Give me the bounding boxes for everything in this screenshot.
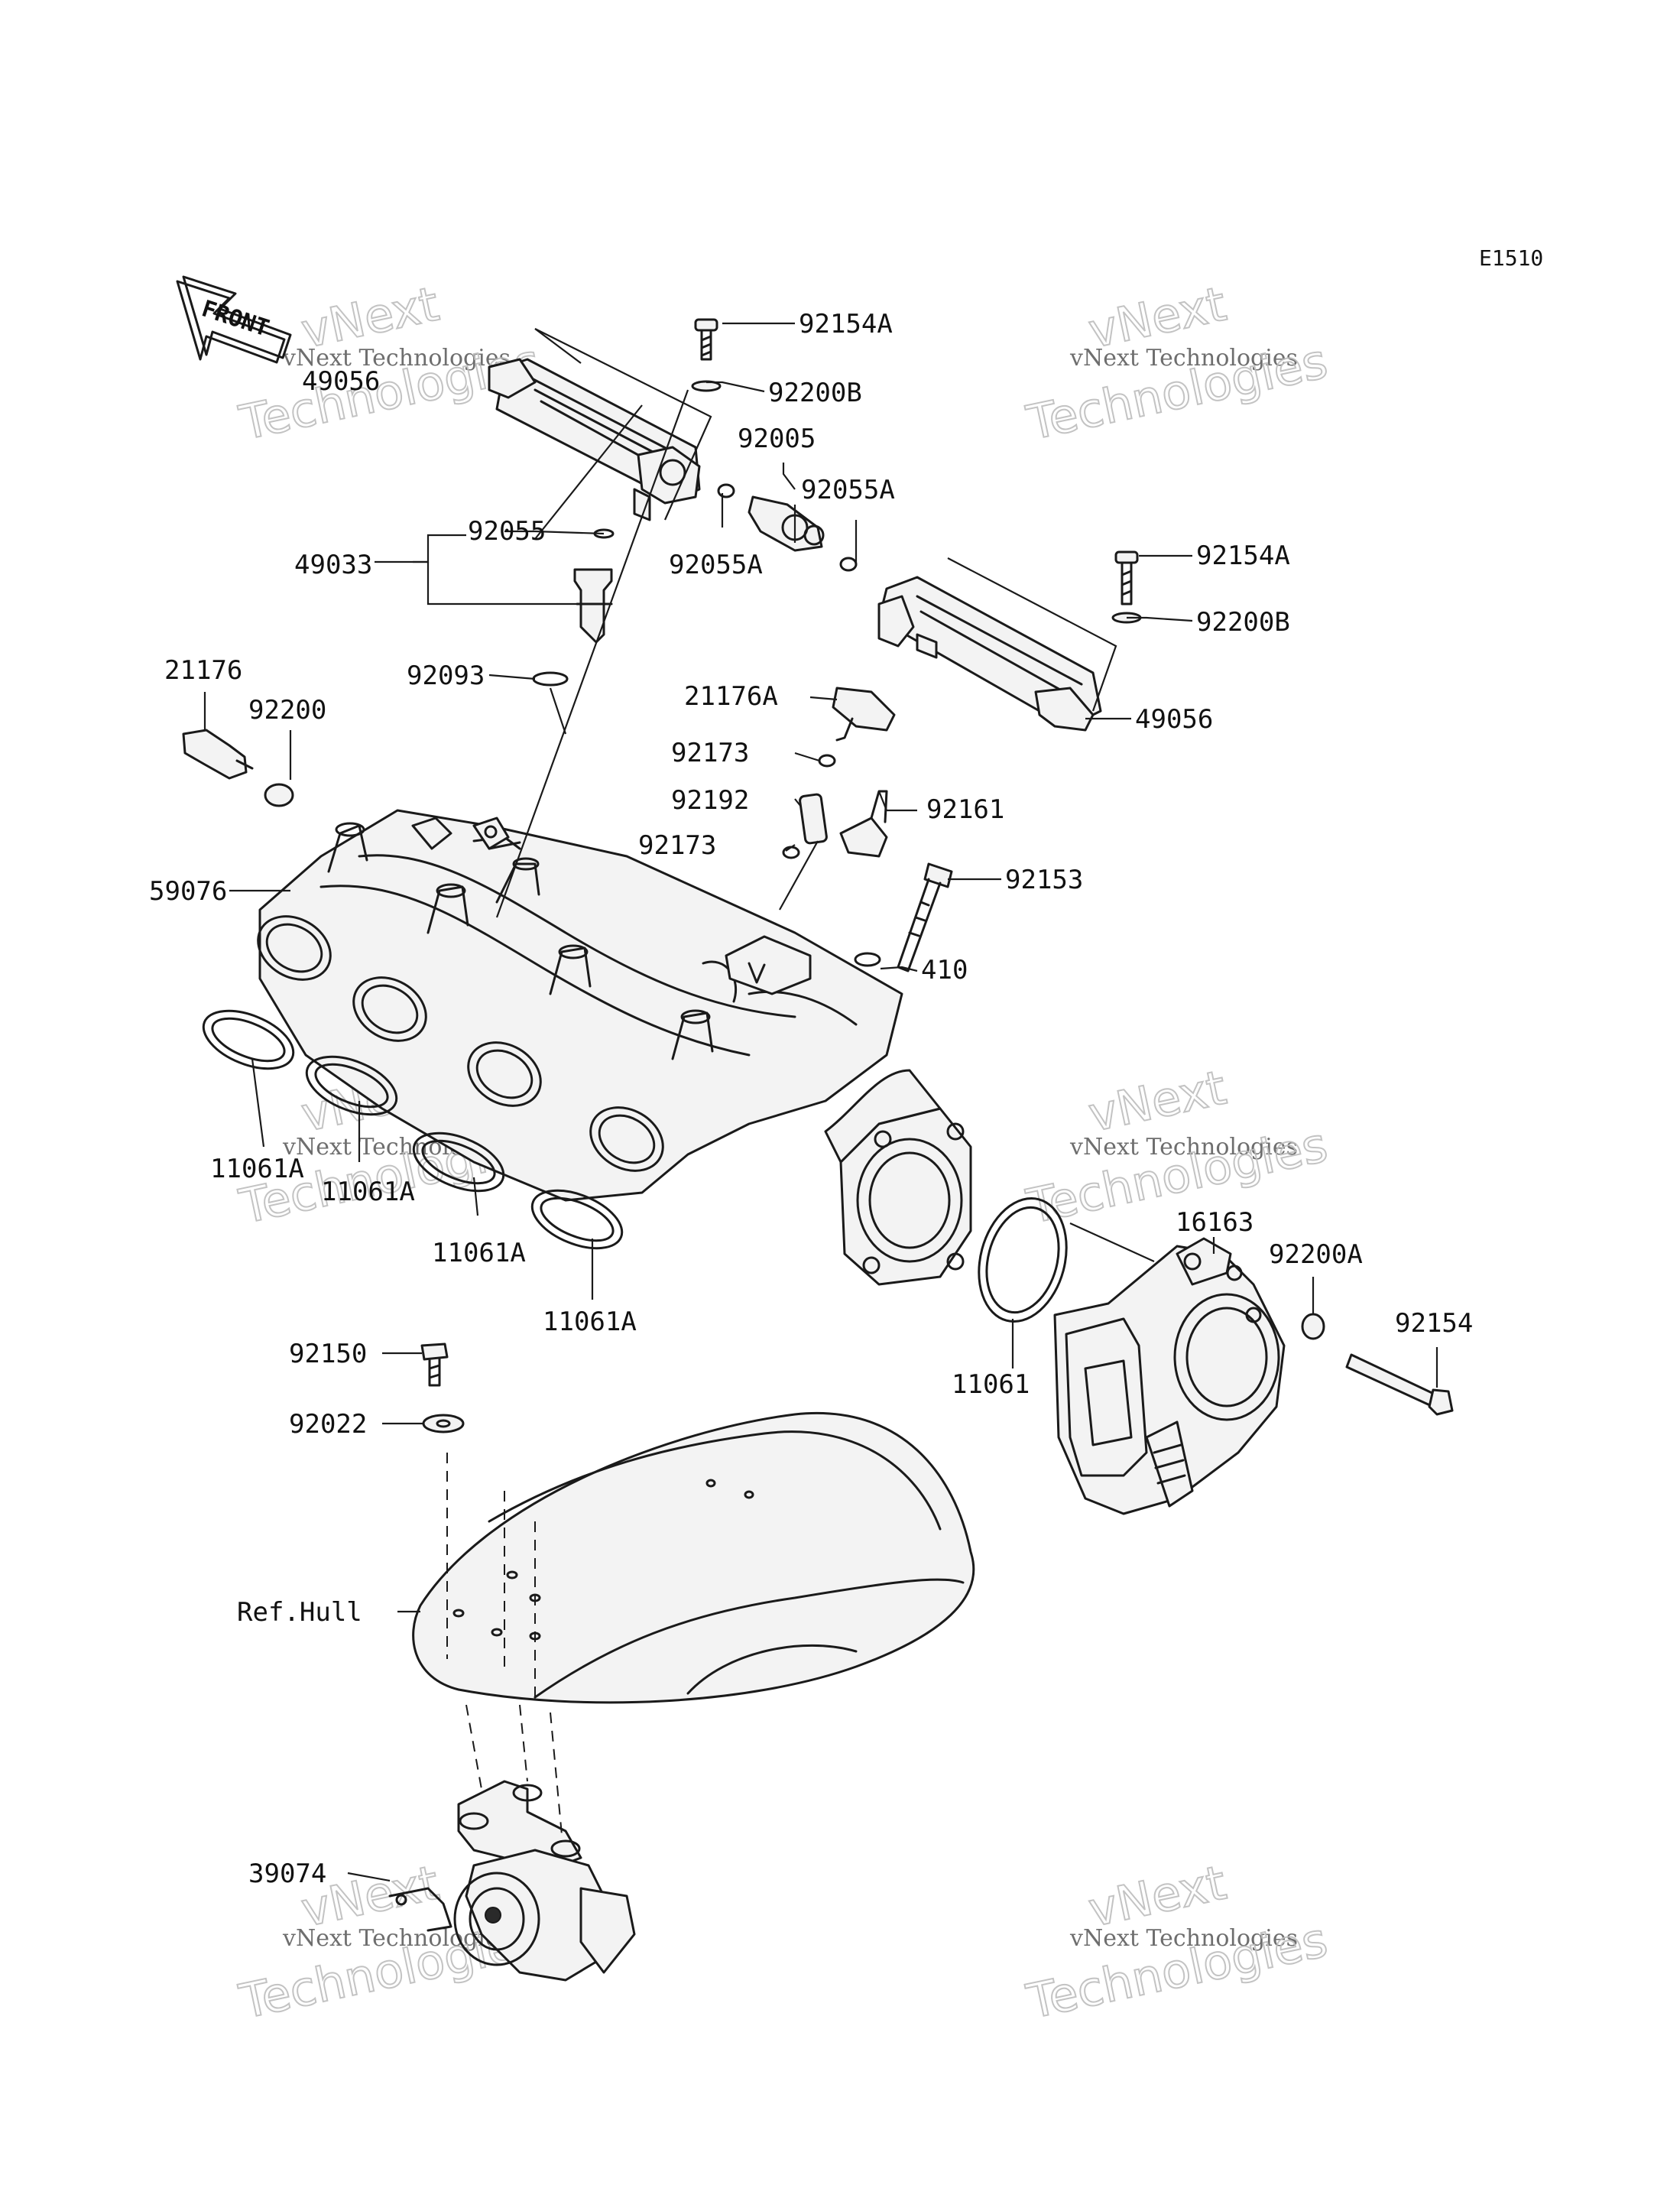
label-21176: 21176 [164, 655, 242, 686]
label-92173-bottom: 92173 [638, 830, 716, 861]
label-16163: 16163 [1176, 1207, 1254, 1238]
label-92055A-left: 92055A [669, 550, 763, 580]
gasket-11061A-3 [412, 1131, 505, 1193]
label-92093: 92093 [407, 661, 485, 691]
label-92153: 92153 [1005, 865, 1083, 895]
label-49033: 49033 [294, 550, 372, 580]
gasket-11061A-1 [202, 1009, 295, 1070]
label-92200A: 92200A [1269, 1239, 1363, 1270]
washer-92022 [422, 1414, 465, 1433]
svg-text:vNext Technologies: vNext Technologies [282, 345, 511, 372]
label-11061A-3: 11061A [432, 1238, 526, 1268]
label-11061A-4: 11061A [543, 1307, 637, 1337]
diagram-code: E1510 [1479, 245, 1543, 271]
map-sensor [782, 687, 896, 859]
bolt-92154A-top [691, 318, 722, 392]
label-21176A: 21176A [684, 681, 778, 712]
label-92200B-right: 92200B [1196, 607, 1290, 638]
bolt-92150 [420, 1343, 449, 1387]
throttle-flange [824, 1069, 972, 1286]
fuel-rail-left [488, 358, 701, 521]
washer-92200A [1301, 1313, 1325, 1340]
label-11061: 11061 [952, 1369, 1030, 1400]
bolt-92154 [1345, 1353, 1454, 1416]
watermark-bottom-right: vNext vNext Technologies Technologies [1021, 1854, 1333, 2031]
label-92200B-top: 92200B [768, 378, 862, 408]
bolt-92153 [897, 862, 953, 972]
label-92055A-right: 92055A [801, 475, 895, 505]
actuator-39074 [388, 1780, 636, 1982]
temp-sensor [182, 729, 294, 807]
hull-reference [412, 1412, 975, 1704]
svg-text:vNext Technologies: vNext Technologies [1069, 1925, 1298, 1952]
label-92150: 92150 [289, 1339, 367, 1369]
label-92173-top: 92173 [671, 738, 749, 768]
oring-410 [854, 952, 881, 967]
gasket-11061 [978, 1197, 1068, 1323]
gasket-11061A-2 [305, 1055, 398, 1116]
label-49056-right: 49056 [1135, 704, 1213, 735]
label-92022: 92022 [289, 1409, 367, 1440]
label-49056-top: 49056 [302, 366, 380, 397]
label-92192: 92192 [671, 785, 749, 816]
label-59076: 59076 [149, 876, 227, 907]
fuel-injector [532, 528, 615, 687]
label-92154: 92154 [1395, 1308, 1473, 1339]
front-arrow-icon: FRONT [176, 275, 292, 364]
label-39074: 39074 [248, 1859, 326, 1889]
label-92154A-top: 92154A [799, 309, 893, 339]
bolt-92154A-right [1111, 550, 1142, 624]
watermark-top-left: vNext vNext Technologies Technologies [234, 275, 546, 452]
fuel-rail-right [877, 576, 1102, 732]
intake-manifold [257, 809, 903, 1202]
svg-text:vNext: vNext [1084, 1060, 1231, 1143]
svg-text:FRONT: FRONT [199, 295, 273, 342]
svg-text:vNext Technologies: vNext Technologies [1069, 1134, 1298, 1161]
svg-text:vNext Technologies: vNext Technologies [1069, 345, 1298, 372]
label-410: 410 [921, 955, 968, 985]
label-92154A-right: 92154A [1196, 541, 1290, 571]
watermark-top-right: vNext vNext Technologies Technologies [1021, 275, 1333, 452]
label-92005: 92005 [738, 424, 816, 454]
throttle-body [1053, 1237, 1286, 1515]
label-92055: 92055 [468, 516, 546, 547]
label-92200: 92200 [248, 695, 326, 726]
label-11061A-2: 11061A [321, 1177, 415, 1207]
label-92161: 92161 [926, 794, 1004, 825]
label-ref-hull: Ref.Hull [237, 1597, 362, 1628]
gasket-11061A-4 [530, 1189, 624, 1250]
label-11061A-1: 11061A [210, 1154, 304, 1184]
